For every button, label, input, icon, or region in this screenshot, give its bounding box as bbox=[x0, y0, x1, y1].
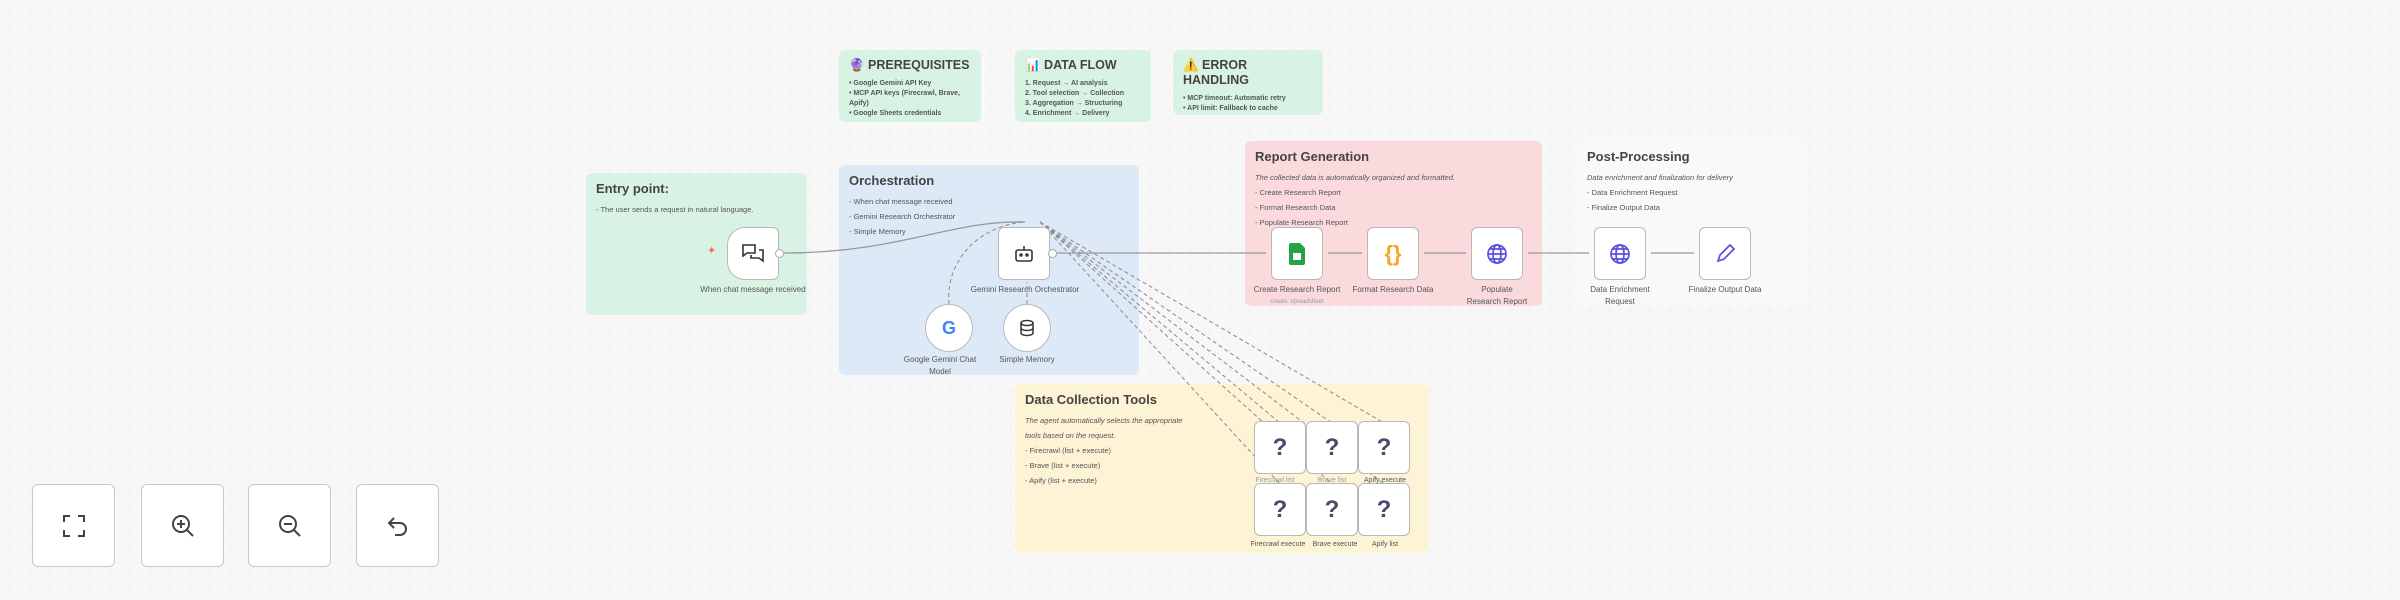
node-label: Brave execute bbox=[1312, 541, 1358, 548]
node-label: Finalize Output Data bbox=[1688, 285, 1762, 294]
note-title: Entry point: bbox=[596, 181, 669, 196]
node-label: Apify list bbox=[1371, 541, 1399, 548]
node-label: Gemini Research Orchestrator bbox=[970, 285, 1080, 294]
undo-button[interactable] bbox=[356, 484, 439, 567]
zoom-out-icon bbox=[278, 514, 301, 537]
note-title: 📊 DATA FLOW bbox=[1025, 58, 1117, 72]
note-title: 🔮 PREREQUISITES bbox=[849, 58, 970, 72]
unknown-node-icon: ? bbox=[1272, 433, 1288, 461]
note-item: 2. Tool selection → Collection bbox=[1025, 90, 1125, 97]
tool-node-firecrawl-execute[interactable]: ? bbox=[1254, 483, 1306, 536]
node-label: Data Enrichment Request bbox=[1590, 285, 1650, 306]
note-item: 3. Aggregation → Structuring bbox=[1025, 100, 1123, 107]
note-title: Report Generation bbox=[1255, 149, 1370, 164]
note-subtitle: The agent automatically selects the appr… bbox=[1025, 416, 1183, 440]
data-flow-note[interactable]: 📊 DATA FLOW 1. Request → AI analysis 2. T… bbox=[1015, 50, 1151, 122]
prerequisites-note[interactable]: 🔮 PREREQUISITES • Google Gemini API Key •… bbox=[839, 50, 981, 122]
robot-icon bbox=[1015, 245, 1033, 262]
report-generation-note[interactable]: Report Generation The collected data is … bbox=[1245, 141, 1542, 306]
node-label: Create Research Report bbox=[1253, 285, 1341, 294]
orchestration-note[interactable]: Orchestration - When chat message receiv… bbox=[839, 165, 1139, 375]
enrichment-node[interactable] bbox=[1594, 227, 1646, 280]
node-label: Firecrawl execute bbox=[1250, 541, 1306, 548]
note-item: - Create Research Report bbox=[1255, 188, 1341, 197]
orchestrator-node[interactable] bbox=[998, 227, 1050, 280]
note-item: • API limit: Fallback to cache bbox=[1183, 105, 1278, 112]
memory-node[interactable] bbox=[1003, 304, 1051, 352]
post-processing-note[interactable]: Post-Processing Data enrichment and fina… bbox=[1577, 141, 1807, 306]
tool-node-brave-execute[interactable]: ? bbox=[1306, 483, 1358, 536]
note-title: Orchestration bbox=[849, 173, 935, 188]
note-subtitle: The collected data is automatically orga… bbox=[1255, 173, 1456, 182]
note-item: - Finalize Output Data bbox=[1587, 203, 1660, 212]
note-item: - When chat message received bbox=[849, 197, 953, 206]
tool-node-brave-list[interactable]: ? bbox=[1306, 421, 1358, 474]
node-label: Google Gemini Chat Model bbox=[903, 355, 977, 376]
zoom-in-icon bbox=[171, 514, 194, 537]
format-data-node[interactable]: {} bbox=[1367, 227, 1419, 280]
unknown-node-icon: ? bbox=[1376, 433, 1392, 461]
code-braces-icon: {} bbox=[1384, 240, 1402, 266]
note-item: - Gemini Research Orchestrator bbox=[849, 212, 956, 221]
finalize-node[interactable] bbox=[1699, 227, 1751, 280]
error-handling-note[interactable]: ⚠️ ERROR HANDLING • MCP timeout: Automat… bbox=[1173, 50, 1323, 115]
unknown-node-icon: ? bbox=[1272, 495, 1288, 523]
node-label: Simple Memory bbox=[999, 355, 1055, 364]
gemini-model-node[interactable]: G bbox=[925, 304, 973, 352]
note-item: - Format Research Data bbox=[1255, 203, 1336, 212]
tool-node-firecrawl-list[interactable]: ? bbox=[1254, 421, 1306, 474]
unknown-node-icon: ? bbox=[1324, 433, 1340, 461]
fit-view-icon bbox=[62, 514, 85, 537]
tool-node-apify-execute[interactable]: ? bbox=[1358, 421, 1410, 474]
undo-icon bbox=[387, 516, 407, 536]
note-item: • Google Gemini API Key bbox=[849, 80, 932, 87]
google-sheets-icon bbox=[1289, 242, 1305, 265]
globe-icon bbox=[1610, 243, 1630, 264]
note-title: ⚠️ ERROR HANDLING bbox=[1183, 58, 1249, 87]
note-subtitle: Data enrichment and finalization for del… bbox=[1587, 173, 1733, 182]
fit-view-button[interactable] bbox=[32, 484, 115, 567]
tool-node-apify-list[interactable]: ? bbox=[1358, 483, 1410, 536]
node-sublabel: create: spreadsheet bbox=[1270, 299, 1324, 305]
zoom-in-button[interactable] bbox=[141, 484, 224, 567]
globe-icon bbox=[1487, 243, 1507, 264]
zoom-out-button[interactable] bbox=[248, 484, 331, 567]
node-label: Firecrawl list bbox=[1255, 477, 1295, 484]
note-title: Post-Processing bbox=[1587, 149, 1690, 164]
create-report-node[interactable] bbox=[1271, 227, 1323, 280]
output-port[interactable] bbox=[1048, 249, 1057, 258]
note-item: • Google Sheets credentials bbox=[849, 110, 942, 117]
note-title: Data Collection Tools bbox=[1025, 392, 1157, 407]
note-item: 1. Request → AI analysis bbox=[1025, 80, 1108, 87]
populate-report-node[interactable] bbox=[1471, 227, 1523, 280]
pencil-icon bbox=[1716, 243, 1736, 262]
google-icon: G bbox=[941, 317, 956, 338]
note-item: - Simple Memory bbox=[849, 227, 906, 236]
node-label: Apify execute bbox=[1363, 477, 1407, 484]
node-label: Brave list bbox=[1317, 477, 1347, 484]
node-label: When chat message received bbox=[700, 285, 806, 294]
trigger-marker-icon: ✦ bbox=[707, 245, 717, 257]
chat-icon bbox=[742, 243, 764, 263]
note-item: • MCP API keys (Firecrawl, Brave, Apify) bbox=[849, 90, 961, 107]
unknown-node-icon: ? bbox=[1376, 495, 1392, 523]
note-item: - Data Enrichment Request bbox=[1587, 188, 1678, 197]
node-label: Format Research Data bbox=[1352, 285, 1434, 294]
unknown-node-icon: ? bbox=[1324, 495, 1340, 523]
note-item: 4. Enrichment → Delivery bbox=[1025, 110, 1110, 117]
database-icon bbox=[1020, 319, 1034, 337]
output-port[interactable] bbox=[775, 249, 784, 258]
note-item: • MCP timeout: Automatic retry bbox=[1183, 95, 1286, 102]
chat-trigger-node[interactable] bbox=[727, 227, 779, 280]
node-label: Populate Research Report bbox=[1466, 285, 1528, 306]
note-item: - The user sends a request in natural la… bbox=[596, 205, 754, 214]
